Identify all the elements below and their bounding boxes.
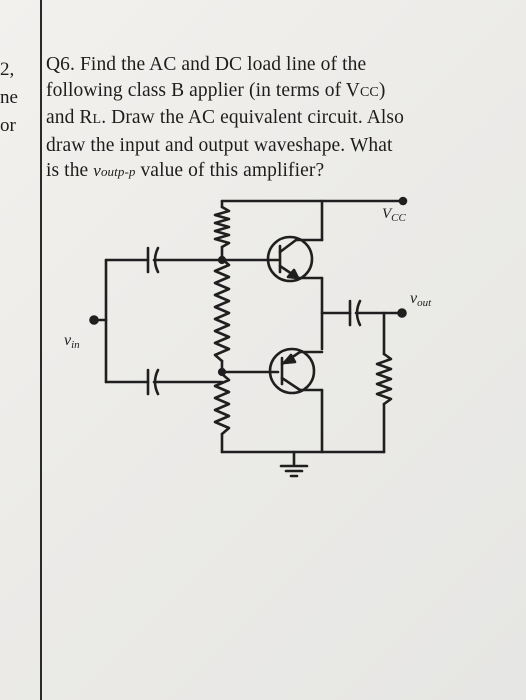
question-line-5: is the voutp-p value of this amplifier? <box>46 158 521 185</box>
vcc-label: VCC <box>382 206 407 224</box>
question-line-5-text: is the <box>46 160 94 181</box>
page-margin-line <box>40 0 42 700</box>
question-line-2-text: following class B applier (in terms of V <box>46 79 360 101</box>
rl-subscript: L <box>92 112 102 127</box>
vin-terminal <box>89 315 99 325</box>
q2-collector-leg <box>280 376 302 392</box>
resistor-r1-icon <box>213 205 231 249</box>
load-resistor-icon <box>375 352 393 406</box>
question-line-1: Q6. Find the AC and DC load line of the <box>46 54 367 75</box>
vout-terminal <box>397 308 407 318</box>
question-line-2: following class B applier (in terms of V… <box>46 79 386 101</box>
question-text: Q6. Find the AC and DC load line of the … <box>46 52 521 185</box>
question-line-3: and RL. Draw the AC equivalent circuit. … <box>46 105 521 133</box>
vcc-terminal <box>398 196 408 206</box>
resistor-r2-icon <box>213 257 231 363</box>
q1-collector-leg <box>278 238 298 254</box>
q1-emitter-arrow-icon <box>286 268 300 280</box>
npn-transistor-icon <box>266 235 314 283</box>
resistor-r3-icon <box>213 372 231 436</box>
vout-pp-subscript: outp-p <box>100 164 136 179</box>
question-line-3-suffix: . Draw the AC equivalent circuit. Also <box>101 107 404 128</box>
question-line-3-text: and R <box>46 107 93 128</box>
question-line-4: draw the input and output waveshape. Wha… <box>46 134 393 156</box>
left-margin-fragment-2: ne <box>0 87 18 108</box>
question-line-5-suffix: value of this amplifier? <box>135 160 325 181</box>
vout-label: vout <box>410 290 432 309</box>
vout-symbol: v <box>93 161 101 180</box>
q2-emitter-arrow-icon <box>282 353 297 365</box>
vcc-subscript: CC <box>359 84 379 100</box>
pnp-transistor-icon <box>268 347 316 395</box>
vin-label: vin <box>64 332 80 351</box>
left-margin-fragment-1: 2, <box>0 59 15 80</box>
left-margin-fragment-3: or <box>0 115 16 136</box>
